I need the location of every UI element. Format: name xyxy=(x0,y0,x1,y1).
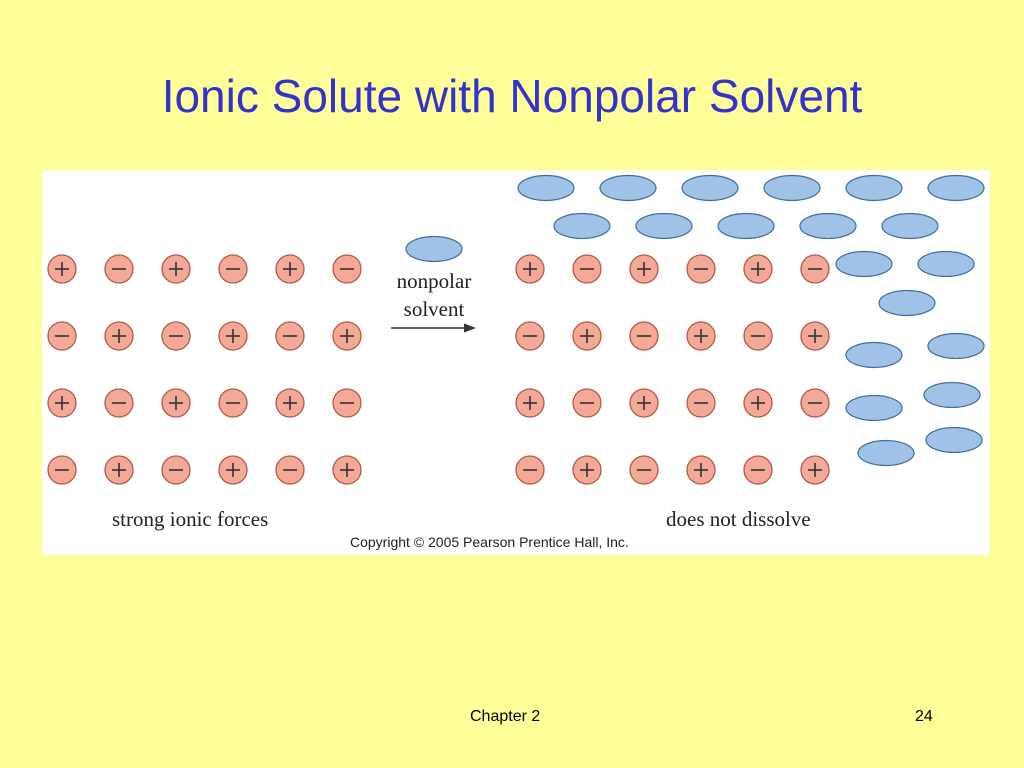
cation-ion xyxy=(275,254,305,284)
nonpolar-solvent-molecule xyxy=(927,174,985,202)
anion-ion xyxy=(332,254,362,284)
nonpolar-solvent-molecule xyxy=(917,250,975,278)
nonpolar-solvent-molecule xyxy=(717,212,775,240)
nonpolar-solvent-molecule xyxy=(925,426,983,454)
cation-ion xyxy=(572,321,602,351)
cation-ion xyxy=(686,455,716,485)
cation-ion xyxy=(800,455,830,485)
nonpolar-solvent-molecule xyxy=(845,394,903,422)
nonpolar-solvent-molecule xyxy=(923,381,981,409)
nonpolar-solvent-molecule xyxy=(799,212,857,240)
cation-ion xyxy=(161,388,191,418)
nonpolar-solvent-molecule xyxy=(763,174,821,202)
anion-ion xyxy=(572,254,602,284)
figure-drawing xyxy=(47,174,985,485)
nonpolar-solvent-molecule xyxy=(553,212,611,240)
anion-ion xyxy=(515,455,545,485)
slide-title: Ionic Solute with Nonpolar Solvent xyxy=(161,70,863,122)
cation-ion xyxy=(218,321,248,351)
footer-page-number: 24 xyxy=(915,708,933,725)
footer-chapter: Chapter 2 xyxy=(470,708,541,725)
anion-ion xyxy=(104,388,134,418)
anion-ion xyxy=(161,321,191,351)
cation-ion xyxy=(332,321,362,351)
left-ion-lattice xyxy=(47,254,362,485)
nonpolar-solvent-molecule xyxy=(835,250,893,278)
left-caption: strong ionic forces xyxy=(112,507,269,531)
solvent-molecules xyxy=(405,174,985,467)
anion-ion xyxy=(629,321,659,351)
cation-ion xyxy=(515,254,545,284)
cation-ion xyxy=(47,254,77,284)
nonpolar-solvent-molecule xyxy=(881,212,939,240)
anion-ion xyxy=(275,455,305,485)
cation-ion xyxy=(515,388,545,418)
anion-ion xyxy=(686,254,716,284)
nonpolar-solvent-molecule xyxy=(845,174,903,202)
anion-ion xyxy=(47,321,77,351)
cation-ion xyxy=(104,455,134,485)
nonpolar-solvent-molecule xyxy=(635,212,693,240)
anion-ion xyxy=(47,455,77,485)
cation-ion xyxy=(800,321,830,351)
cation-ion xyxy=(572,455,602,485)
cation-ion xyxy=(218,455,248,485)
anion-ion xyxy=(800,254,830,284)
anion-ion xyxy=(743,321,773,351)
cation-ion xyxy=(629,254,659,284)
anion-ion xyxy=(515,321,545,351)
cation-ion xyxy=(629,388,659,418)
anion-ion xyxy=(743,455,773,485)
nonpolar-solvent-molecule xyxy=(878,289,936,317)
anion-ion xyxy=(161,455,191,485)
anion-ion xyxy=(275,321,305,351)
anion-ion xyxy=(629,455,659,485)
anion-ion xyxy=(686,388,716,418)
cation-ion xyxy=(104,321,134,351)
nonpolar-solvent-molecule xyxy=(599,174,657,202)
cation-ion xyxy=(332,455,362,485)
cation-ion xyxy=(161,254,191,284)
cation-ion xyxy=(275,388,305,418)
arrow-label-solvent: solvent xyxy=(403,297,465,321)
cation-ion xyxy=(743,254,773,284)
nonpolar-solvent-molecule xyxy=(405,235,463,263)
cation-ion xyxy=(686,321,716,351)
nonpolar-solvent-molecule xyxy=(857,439,915,467)
right-ion-lattice xyxy=(515,254,830,485)
anion-ion xyxy=(104,254,134,284)
arrow-label-nonpolar: nonpolar xyxy=(396,269,472,293)
right-caption: does not dissolve xyxy=(666,507,811,531)
anion-ion xyxy=(800,388,830,418)
anion-ion xyxy=(218,388,248,418)
nonpolar-solvent-molecule xyxy=(681,174,739,202)
nonpolar-solvent-molecule xyxy=(517,174,575,202)
cation-ion xyxy=(47,388,77,418)
nonpolar-solvent-molecule xyxy=(927,332,985,360)
nonpolar-solvent-arrow xyxy=(391,323,476,333)
solubility-figure: nonpolar solvent strong ionic forces doe… xyxy=(42,170,990,555)
copyright-notice: Copyright © 2005 Pearson Prentice Hall, … xyxy=(350,534,629,550)
nonpolar-solvent-molecule xyxy=(845,341,903,369)
anion-ion xyxy=(572,388,602,418)
anion-ion xyxy=(332,388,362,418)
anion-ion xyxy=(218,254,248,284)
cation-ion xyxy=(743,388,773,418)
